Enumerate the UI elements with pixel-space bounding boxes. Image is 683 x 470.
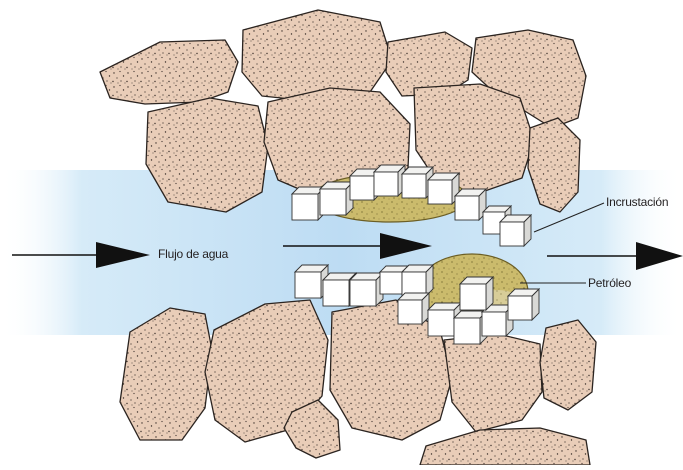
water-flow-label: Flujo de agua [158, 247, 228, 261]
rock-grain [420, 428, 590, 465]
scale-crystal [374, 165, 405, 196]
scale-crystal [402, 265, 433, 296]
scale-crystal [455, 189, 486, 220]
scale-crystal [398, 293, 429, 324]
oil-label: Petróleo [588, 276, 631, 290]
scale-crystal [320, 182, 353, 215]
scale-crystal [508, 289, 539, 320]
scale-crystal [350, 273, 383, 306]
rock-grain [540, 320, 596, 410]
scale-crystal [428, 173, 459, 204]
rock-grain [100, 40, 238, 104]
rock-grain [242, 10, 392, 102]
scale-crystal [500, 215, 531, 246]
rock-grain [146, 98, 268, 212]
rock-grain [444, 334, 542, 432]
scale-label: Incrustación [606, 195, 668, 209]
scale-crystal [460, 277, 493, 310]
